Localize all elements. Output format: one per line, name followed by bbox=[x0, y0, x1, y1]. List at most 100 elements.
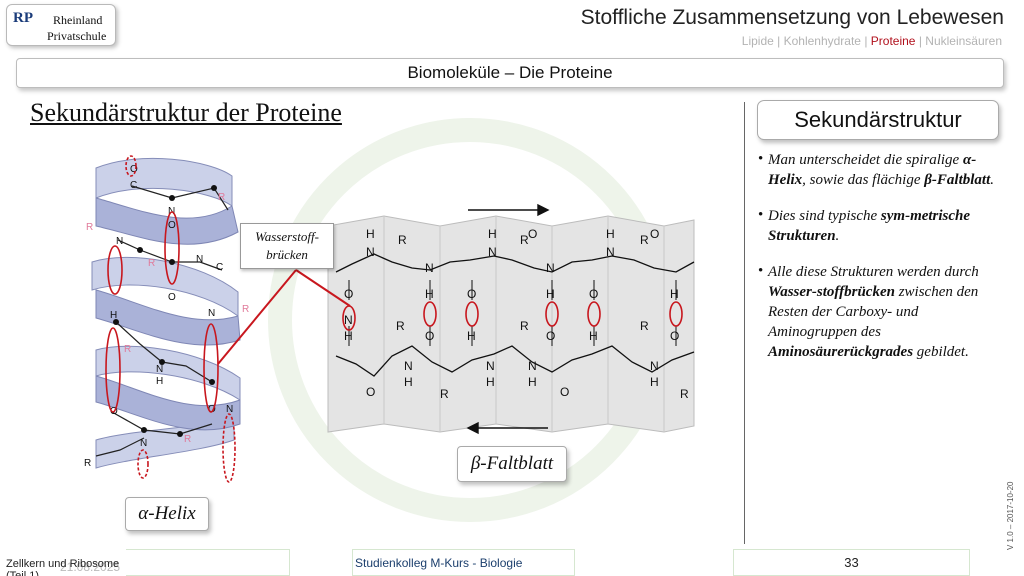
atom-h: H bbox=[156, 376, 163, 387]
atom-o: O bbox=[546, 329, 555, 343]
alpha-helix bbox=[91, 157, 241, 469]
atom-h: H bbox=[110, 310, 117, 321]
version-stamp: V 1.0 – 2017-10-20 bbox=[1006, 481, 1015, 551]
r-group: R bbox=[520, 233, 529, 247]
atom-o: O bbox=[208, 404, 216, 415]
atom-h: H bbox=[425, 287, 434, 301]
header-nav-item[interactable]: Nukleinsäuren bbox=[925, 34, 1002, 48]
bullet-bold-term: Aminosäurerückgrades bbox=[768, 344, 914, 360]
hbond-callout-lines bbox=[217, 269, 351, 365]
r-group: R bbox=[242, 304, 249, 315]
atom-h: H bbox=[528, 375, 537, 389]
bottom-strand-backbone bbox=[335, 345, 695, 377]
hydrogen-bond-label: Wasserstoff- brücken bbox=[240, 223, 334, 269]
strand-direction-arrows bbox=[466, 203, 550, 435]
atom-n: N bbox=[196, 254, 203, 265]
atom-o: O bbox=[650, 227, 659, 241]
footer-course-box: Studienkolleg M-Kurs - Biologie bbox=[352, 549, 575, 576]
sidebar-bullet: Man unterscheidet die spiralige α-Helix,… bbox=[758, 149, 998, 190]
atom-o: O bbox=[168, 292, 176, 303]
atom-h: H bbox=[467, 329, 476, 343]
atom-h: H bbox=[606, 227, 615, 241]
r-group: R bbox=[218, 192, 225, 203]
beta-sheet-label: β-Faltblatt bbox=[457, 446, 567, 482]
r-group: R bbox=[86, 222, 93, 233]
bullet-bold-term: sym-metrische Strukturen bbox=[768, 208, 971, 244]
atom-n: N bbox=[366, 245, 375, 259]
r-group: R bbox=[148, 258, 155, 269]
atom-n: N bbox=[486, 359, 495, 373]
header-nav-item[interactable]: Lipide bbox=[741, 34, 774, 48]
bullet-text: Man unterscheidet die spiralige bbox=[768, 152, 963, 168]
slide-header-title: Stoffliche Zusammensetzung von Lebewesen bbox=[580, 6, 1004, 29]
atom-n: N bbox=[116, 236, 123, 247]
r-group: R bbox=[640, 233, 649, 247]
sidebar-bullet-list: Man unterscheidet die spiralige α-Helix,… bbox=[758, 149, 998, 378]
bullet-text: , sowie das flächige bbox=[802, 172, 925, 188]
r-group: R bbox=[680, 387, 689, 401]
header-nav: Lipide | Kohlenhydrate | Proteine | Nukl… bbox=[741, 34, 1002, 48]
atom-o: O bbox=[560, 385, 569, 399]
r-group: R bbox=[520, 319, 529, 333]
bullet-bold-term: α-Helix bbox=[768, 152, 977, 188]
atom-n: N bbox=[546, 261, 555, 275]
r-group: R bbox=[184, 434, 191, 445]
atom-o: O bbox=[528, 227, 537, 241]
topic-title: Biomoleküle – Die Proteine bbox=[407, 63, 613, 82]
atom-c: C bbox=[130, 180, 137, 191]
atom-o: O bbox=[589, 287, 598, 301]
footer-page-box: 33 bbox=[733, 549, 970, 576]
atom-o: O bbox=[670, 329, 679, 343]
column-divider bbox=[744, 102, 745, 544]
sidebar-heading-box: Sekundärstruktur bbox=[757, 100, 999, 140]
r-group: R bbox=[640, 319, 649, 333]
atom-n: N bbox=[208, 308, 215, 319]
header-nav-item-active[interactable]: Proteine bbox=[870, 34, 916, 48]
bullet-text: . bbox=[990, 172, 995, 188]
protein-secondary-structure-diagram: O C N N O N C O N H N H O N O N R R R R … bbox=[84, 118, 695, 522]
helix-hbond-markers bbox=[105, 155, 236, 483]
r-group-black: R bbox=[84, 458, 91, 469]
top-strand-backbone bbox=[335, 253, 695, 273]
atom-n: N bbox=[425, 261, 434, 275]
topic-bar: Biomoleküle – Die Proteine bbox=[16, 58, 1004, 88]
atom-c: C bbox=[216, 262, 223, 273]
atom-n: N bbox=[488, 245, 497, 259]
hydrogen-bond-label-line1: Wasserstoff- bbox=[255, 229, 319, 244]
atom-n: N bbox=[650, 359, 659, 373]
footer-course: Studienkolleg M-Kurs - Biologie bbox=[355, 555, 523, 570]
school-logo: RP Rheinland Privatschule bbox=[6, 4, 116, 46]
atom-h: H bbox=[344, 329, 353, 343]
atom-h: H bbox=[670, 287, 679, 301]
atom-n: N bbox=[606, 245, 615, 259]
sidebar-bullet: Alle diese Strukturen werden durch Wasse… bbox=[758, 261, 998, 362]
atom-h: H bbox=[486, 375, 495, 389]
atom-o: O bbox=[130, 164, 138, 175]
atom-n: N bbox=[226, 404, 233, 415]
bullet-text: gebildet. bbox=[913, 344, 969, 360]
beta-sheet: O H N H N R N H O H N R O O H N H O H N … bbox=[327, 203, 695, 435]
r-group: R bbox=[398, 233, 407, 247]
atom-o: O bbox=[467, 287, 476, 301]
bullet-text: . bbox=[835, 228, 840, 244]
sidebar-bullet: Dies sind typische sym-metrische Struktu… bbox=[758, 205, 998, 246]
sheet-bond-lines bbox=[348, 280, 677, 346]
atom-n: N bbox=[528, 359, 537, 373]
atom-o: O bbox=[344, 287, 353, 301]
alpha-helix-label: α-Helix bbox=[125, 497, 209, 531]
atom-n: N bbox=[140, 438, 147, 449]
atom-o: O bbox=[425, 329, 434, 343]
logo-line-2: Privatschule bbox=[47, 29, 107, 43]
r-group: R bbox=[124, 344, 131, 355]
footer-spacer-box bbox=[126, 549, 290, 576]
atom-n: N bbox=[404, 359, 413, 373]
header-nav-item[interactable]: Kohlenhydrate bbox=[783, 34, 861, 48]
footer-date: 21.08.2025 bbox=[60, 560, 121, 574]
logo-line-1: Rheinland bbox=[53, 13, 103, 27]
r-group: R bbox=[440, 387, 449, 401]
bullet-text: zwischen den Resten der Carboxy- und Ami… bbox=[768, 284, 979, 340]
logo-mark: RP bbox=[13, 10, 33, 26]
atom-h: H bbox=[650, 375, 659, 389]
hydrogen-bond-label-line2: brücken bbox=[266, 247, 308, 262]
sidebar-heading: Sekundärstruktur bbox=[794, 107, 962, 132]
